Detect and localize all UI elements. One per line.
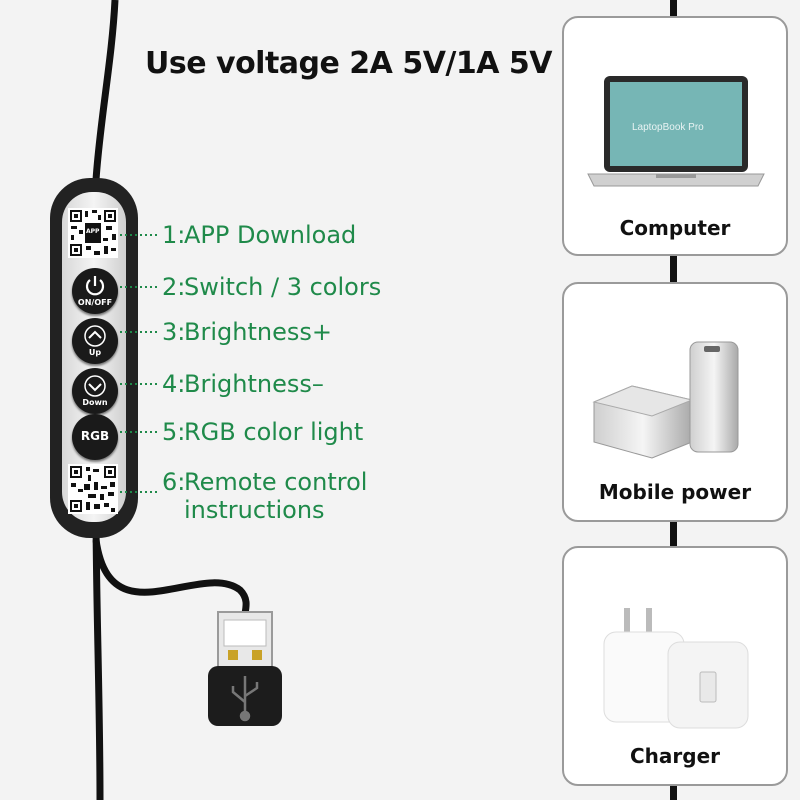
brightness-up-button[interactable]: Up bbox=[72, 318, 118, 364]
feature-6-line-2: instructions bbox=[184, 496, 325, 524]
page-title: Use voltage 2A 5V/1A 5V bbox=[145, 46, 553, 81]
usb-icon bbox=[231, 676, 259, 722]
charger-image bbox=[603, 608, 749, 729]
charger-label: Charger bbox=[629, 744, 721, 768]
feature-3: 3:Brightness+ bbox=[162, 318, 332, 346]
laptop-image bbox=[587, 76, 765, 187]
app-qr-code bbox=[68, 208, 118, 258]
laptop-screen-text: LaptopBook Pro bbox=[632, 122, 704, 133]
feature-1: 1:APP Download bbox=[162, 221, 357, 249]
rgb-button[interactable]: RGB bbox=[72, 414, 118, 460]
power-bank-image bbox=[592, 341, 739, 459]
feature-2: 2:Switch / 3 colors bbox=[162, 273, 382, 301]
usb-cable bbox=[92, 0, 250, 800]
remote-qr-code bbox=[68, 464, 118, 514]
power-source-mobile-power: Mobile power bbox=[562, 282, 788, 522]
computer-label: Computer bbox=[619, 216, 731, 240]
feature-4: 4:Brightness– bbox=[162, 370, 324, 398]
chevron-up-icon bbox=[84, 325, 106, 347]
leader-lines bbox=[120, 234, 160, 493]
chevron-down-icon bbox=[84, 375, 106, 397]
power-button[interactable]: ON/OFF bbox=[72, 268, 118, 314]
power-button-caption: ON/OFF bbox=[77, 298, 113, 307]
app-qr-tag: APP bbox=[86, 228, 100, 235]
up-button-caption: Up bbox=[88, 348, 102, 357]
feature-5: 5:RGB color light bbox=[162, 418, 364, 446]
power-icon bbox=[85, 276, 105, 296]
power-source-computer: LaptopBook Pro Computer bbox=[562, 16, 788, 256]
mobile-power-label: Mobile power bbox=[598, 480, 752, 504]
brightness-down-button[interactable]: Down bbox=[72, 368, 118, 414]
rgb-button-caption: RGB bbox=[80, 429, 110, 443]
usb-plug bbox=[208, 611, 282, 726]
power-source-charger: Charger bbox=[562, 546, 788, 786]
feature-6: 6:Remote control bbox=[162, 468, 368, 496]
down-button-caption: Down bbox=[82, 398, 108, 407]
